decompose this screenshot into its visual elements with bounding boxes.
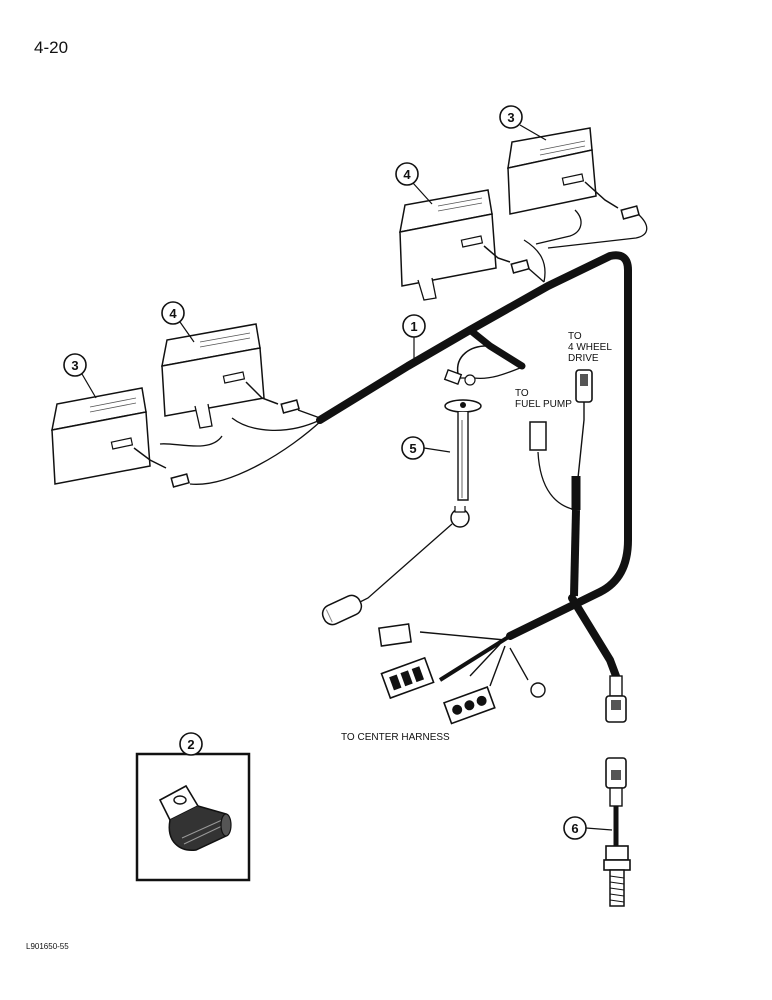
center-harness-connectors <box>378 623 546 725</box>
lamp-4-left <box>161 323 321 431</box>
callout-4-upper: 4 <box>395 162 433 205</box>
main-harness <box>316 251 632 680</box>
four-wheel-drive-connector <box>575 369 593 479</box>
lamp-3-left <box>51 387 323 488</box>
callout-2: 2 <box>179 732 203 756</box>
lamp-4-upper <box>399 189 546 301</box>
svg-text:6: 6 <box>571 821 578 836</box>
svg-text:FUEL PUMP: FUEL PUMP <box>515 399 572 410</box>
svg-text:TO: TO <box>568 331 582 342</box>
callout-5: 5 <box>401 436 451 460</box>
svg-text:TO: TO <box>515 388 529 399</box>
svg-text:4: 4 <box>403 167 411 182</box>
callout-3-upper: 3 <box>499 105 547 141</box>
clip-inset <box>135 752 251 882</box>
lamp-3-upper <box>507 127 648 249</box>
figure-code: L901650-55 <box>26 942 69 951</box>
label-to-center-harness: TO CENTER HARNESS <box>341 732 450 743</box>
fuel-pump-branch <box>443 345 521 386</box>
svg-text:4 WHEEL: 4 WHEEL <box>568 342 612 353</box>
svg-text:2: 2 <box>187 737 194 752</box>
callout-4-left: 4 <box>161 301 195 343</box>
svg-text:DRIVE: DRIVE <box>568 353 599 364</box>
sensor-branch <box>603 675 631 907</box>
svg-text:3: 3 <box>507 110 514 125</box>
svg-text:5: 5 <box>409 441 416 456</box>
page-number: 4-20 <box>34 38 69 57</box>
callout-1: 1 <box>402 314 426 360</box>
fuel-pump-connector <box>529 421 577 511</box>
svg-text:3: 3 <box>71 358 78 373</box>
fuel-sender <box>321 399 482 626</box>
label-to-4-wheel-drive: TO 4 WHEEL DRIVE <box>568 331 612 364</box>
callout-6: 6 <box>563 816 613 840</box>
callout-3-left: 3 <box>63 353 97 399</box>
svg-text:4: 4 <box>169 306 177 321</box>
label-to-fuel-pump: TO FUEL PUMP <box>515 388 572 410</box>
svg-text:1: 1 <box>410 319 417 334</box>
